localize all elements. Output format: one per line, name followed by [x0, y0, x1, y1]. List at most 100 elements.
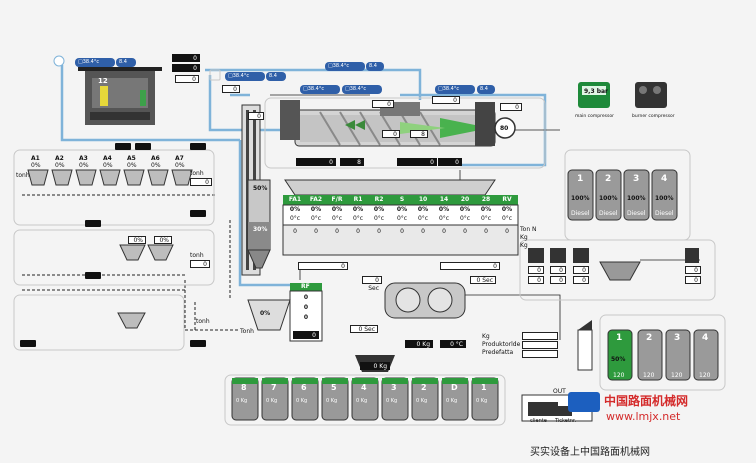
tank-label: Diesel: [571, 210, 590, 217]
bin-pct: 0%: [175, 162, 185, 169]
bitumen-temp: 120: [643, 372, 655, 379]
temp-pill: □38.4°c: [300, 85, 340, 94]
silo-number: D: [451, 383, 458, 392]
truck-label: cliente: [530, 418, 547, 424]
control-button[interactable]: [190, 340, 206, 347]
bitumen-number: 2: [646, 333, 653, 343]
hot-bin-temp: 0°c: [417, 215, 429, 222]
bin-pct: 0%: [31, 162, 41, 169]
bitumen-temp: 120: [613, 372, 625, 379]
hot-bin-pct: 0%: [352, 206, 364, 213]
bitumen-number: 4: [702, 333, 709, 343]
recipe-field[interactable]: [522, 341, 558, 349]
baghouse-value: 12: [98, 77, 108, 85]
hot-bin-label: FA1: [288, 196, 302, 203]
silo-number: 6: [301, 383, 307, 392]
hot-bin-pct: 0%: [417, 206, 429, 213]
silo-weight: 0 Kg: [326, 398, 338, 404]
recycle-pct: 0%: [260, 310, 271, 317]
additive-value: 0: [573, 276, 589, 284]
tank-number: 1: [577, 174, 584, 184]
hot-bin-temp: 0°c: [480, 215, 492, 222]
value-pill: 8.4: [116, 58, 136, 67]
bin-label: A5: [127, 155, 136, 162]
bin-label: A6: [151, 155, 160, 162]
temp-pill: □38.4°c: [435, 85, 475, 94]
bin-pct: 0%: [103, 162, 113, 169]
top-value: 0: [372, 100, 394, 108]
hot-bin-temp: 0°c: [459, 215, 471, 222]
tank-label: Diesel: [599, 210, 618, 217]
feeder-rate: 0: [190, 260, 210, 268]
tank-pct: 100%: [599, 195, 618, 202]
hot-bin-label: R2: [374, 196, 384, 203]
watermark-url: www.lmjx.net: [606, 410, 681, 423]
control-button[interactable]: [85, 272, 101, 279]
hot-bin-value: 0: [314, 228, 318, 235]
filler-pct-top: 50%: [253, 185, 268, 192]
hot-bin-label: 20: [460, 196, 470, 203]
hot-bin-temp: 0°c: [396, 215, 408, 222]
control-button[interactable]: [85, 220, 101, 227]
hot-bin-value: 0: [442, 228, 446, 235]
bin-pct: 0%: [127, 162, 137, 169]
feeder-rate: 0: [190, 178, 212, 186]
tank-number: 4: [661, 174, 668, 184]
recipe-label: Kg: [482, 333, 490, 340]
value-pill: 8.4: [266, 72, 286, 81]
feeder-unit: tonh: [16, 172, 30, 179]
mixer-time-3: 0 Sec: [350, 325, 378, 333]
hot-bin-label: RV: [502, 196, 512, 203]
rf-value: 0: [303, 314, 309, 321]
hot-bin-label: 14: [439, 196, 449, 203]
silo-weight: 0 Kg: [236, 398, 248, 404]
hot-bin-label: 28: [481, 196, 491, 203]
mixer-time: 0 Sec: [362, 276, 382, 292]
hot-bin-pct: 0%: [373, 206, 385, 213]
skip-weight: 0 Kg: [360, 362, 390, 370]
bin-label: A1: [31, 155, 40, 162]
rf-value: 0: [303, 294, 309, 301]
recycle-unit: Tonh: [240, 328, 254, 335]
bitumen-number: 3: [674, 333, 681, 343]
top-value: 0: [172, 64, 200, 72]
additive-value: 0: [528, 276, 544, 284]
bitumen-temp: 120: [699, 372, 711, 379]
hot-bin-temp: 0°c: [310, 215, 322, 222]
bin-label: A3: [79, 155, 88, 162]
recipe-field[interactable]: [522, 332, 558, 340]
control-button[interactable]: [20, 340, 36, 347]
compressor-pressure: 9,3 bar: [584, 88, 609, 95]
hot-bin-pct: 0%: [438, 206, 450, 213]
value-pill: 8.4: [366, 62, 384, 71]
sec-display: 8: [410, 130, 428, 138]
bitumen-number: 1: [616, 333, 623, 343]
hot-bin-value: 0: [421, 228, 425, 235]
sec-display: 0: [382, 130, 400, 138]
top-value: 0: [500, 103, 522, 111]
tank-pct: 100%: [655, 195, 674, 202]
hot-bin-temp: 0°c: [331, 215, 343, 222]
rf-label: RF: [301, 283, 310, 290]
control-button[interactable]: [115, 143, 131, 150]
sec-display: 0: [296, 158, 336, 166]
rf-value: 0: [303, 304, 309, 311]
bin-pct-box: 0%: [128, 236, 146, 244]
control-button[interactable]: [190, 143, 206, 150]
tank-pct: 100%: [627, 195, 646, 202]
hot-bin-value: 0: [377, 228, 381, 235]
hot-bin-pct: 0%: [289, 206, 301, 213]
additive-value: 0: [528, 266, 544, 274]
bin-pct-box: 0%: [154, 236, 172, 244]
silo-weight: 0 Kg: [356, 398, 368, 404]
hot-bin-value: 0: [335, 228, 339, 235]
hot-bin-total: 0: [298, 262, 348, 270]
control-button[interactable]: [135, 143, 151, 150]
value-pill: 8.4: [477, 85, 495, 94]
control-button[interactable]: [190, 210, 206, 217]
hot-unit: Ton N: [520, 226, 537, 233]
recipe-field[interactable]: [522, 350, 558, 358]
additive-value: 0: [685, 266, 701, 274]
bin-label: A4: [103, 155, 112, 162]
